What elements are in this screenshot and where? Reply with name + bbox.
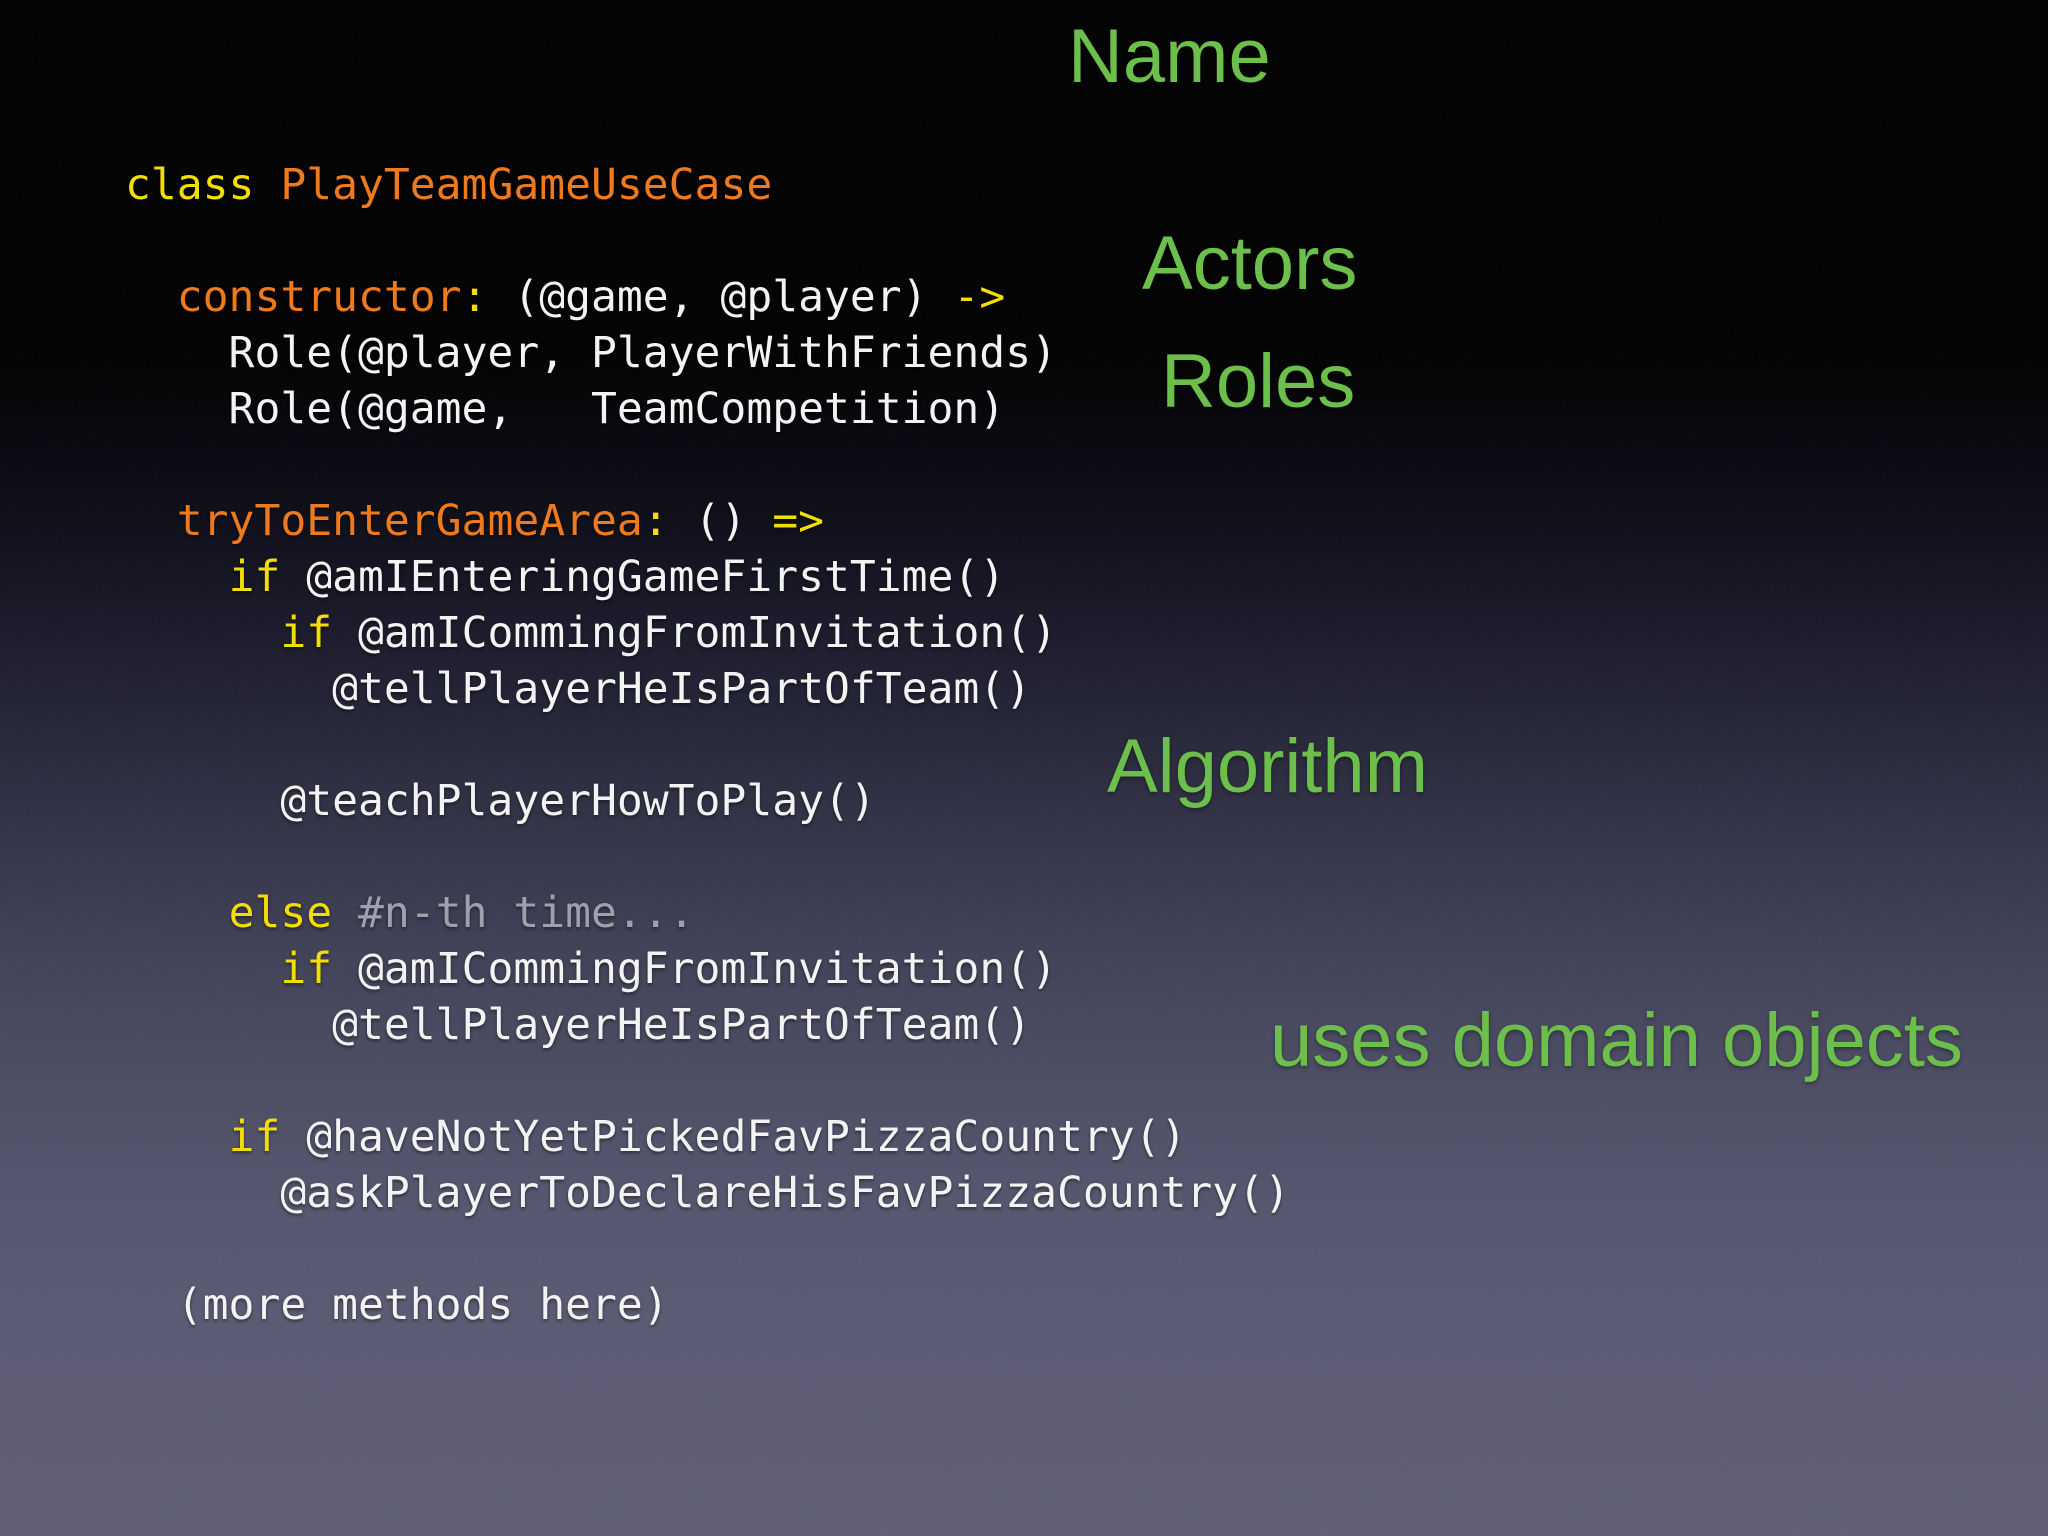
code-token-kw: else	[228, 888, 333, 938]
code-token-plain: @askPlayerToDeclareHisFavPizzaCountry()	[125, 1168, 1290, 1218]
code-token-ident: tryToEnterGameArea	[176, 496, 643, 546]
annotation-actors-label: Actors	[1142, 221, 1358, 306]
code-token-plain: Role(@player, PlayerWithFriends)	[125, 328, 1057, 378]
code-token-plain	[125, 944, 280, 994]
code-line: constructor: (@game, @player) ->	[125, 269, 1290, 325]
code-line: Role(@game, TeamCompetition)	[125, 381, 1290, 437]
code-token-plain	[254, 160, 280, 210]
code-line: if @amICommingFromInvitation()	[125, 941, 1290, 997]
code-token-plain	[125, 272, 177, 322]
code-line: class PlayTeamGameUseCase	[125, 157, 1290, 213]
code-token-plain: @amIEnteringGameFirstTime()	[280, 552, 1006, 602]
code-token-plain	[125, 496, 177, 546]
code-line	[125, 213, 1290, 269]
code-token-plain: @tellPlayerHeIsPartOfTeam()	[125, 664, 1032, 714]
code-line	[125, 1053, 1290, 1109]
code-token-plain: @amICommingFromInvitation()	[332, 608, 1057, 658]
code-token-plain	[125, 608, 280, 658]
code-token-plain	[125, 552, 229, 602]
code-line: @tellPlayerHeIsPartOfTeam()	[125, 997, 1290, 1053]
code-line: Role(@player, PlayerWithFriends)	[125, 325, 1290, 381]
code-token-plain	[125, 1112, 229, 1162]
code-token-plain: ()	[668, 496, 773, 546]
code-token-kw: if	[228, 1112, 281, 1162]
code-token-kw: class	[125, 160, 255, 210]
code-token-ident: constructor	[176, 272, 462, 322]
code-token-kw: :	[642, 496, 669, 546]
code-line: if @haveNotYetPickedFavPizzaCountry()	[125, 1109, 1290, 1165]
code-token-plain: @amICommingFromInvitation()	[332, 944, 1057, 994]
code-line	[125, 829, 1290, 885]
code-line	[125, 1221, 1290, 1277]
code-token-kw: if	[280, 944, 333, 994]
code-token-plain	[332, 888, 358, 938]
annotation-uses-domain-objects-label: uses domain objects	[1270, 998, 1963, 1083]
code-token-plain: (@game, @player)	[487, 272, 954, 322]
code-line: @askPlayerToDeclareHisFavPizzaCountry()	[125, 1165, 1290, 1221]
code-line: (more methods here)	[125, 1277, 1290, 1333]
code-line: tryToEnterGameArea: () =>	[125, 493, 1290, 549]
code-block: class PlayTeamGameUseCase constructor: (…	[125, 157, 1290, 1333]
code-token-plain: Role(@game, TeamCompetition)	[125, 384, 1006, 434]
code-token-kw: =>	[772, 496, 825, 546]
annotation-name-label: Name	[1068, 14, 1271, 99]
code-token-kw: if	[228, 552, 281, 602]
code-token-kw: ->	[953, 272, 1006, 322]
code-token-plain	[125, 888, 229, 938]
code-line	[125, 437, 1290, 493]
code-line: if @amIEnteringGameFirstTime()	[125, 549, 1290, 605]
code-token-plain: (more methods here)	[125, 1280, 669, 1330]
code-line: if @amICommingFromInvitation()	[125, 605, 1290, 661]
code-token-kw: :	[461, 272, 488, 322]
code-token-plain: @tellPlayerHeIsPartOfTeam()	[125, 1000, 1032, 1050]
code-token-plain: @teachPlayerHowToPlay()	[125, 776, 876, 826]
code-token-kw: if	[280, 608, 333, 658]
code-line: @teachPlayerHowToPlay()	[125, 773, 1290, 829]
annotation-algorithm-label: Algorithm	[1107, 724, 1428, 809]
code-line: else #n-th time...	[125, 885, 1290, 941]
code-token-comment: #n-th time...	[358, 888, 695, 938]
code-token-ident: PlayTeamGameUseCase	[280, 160, 773, 210]
code-token-plain: @haveNotYetPickedFavPizzaCountry()	[280, 1112, 1187, 1162]
code-line: @tellPlayerHeIsPartOfTeam()	[125, 661, 1290, 717]
annotation-roles-label: Roles	[1161, 339, 1356, 424]
